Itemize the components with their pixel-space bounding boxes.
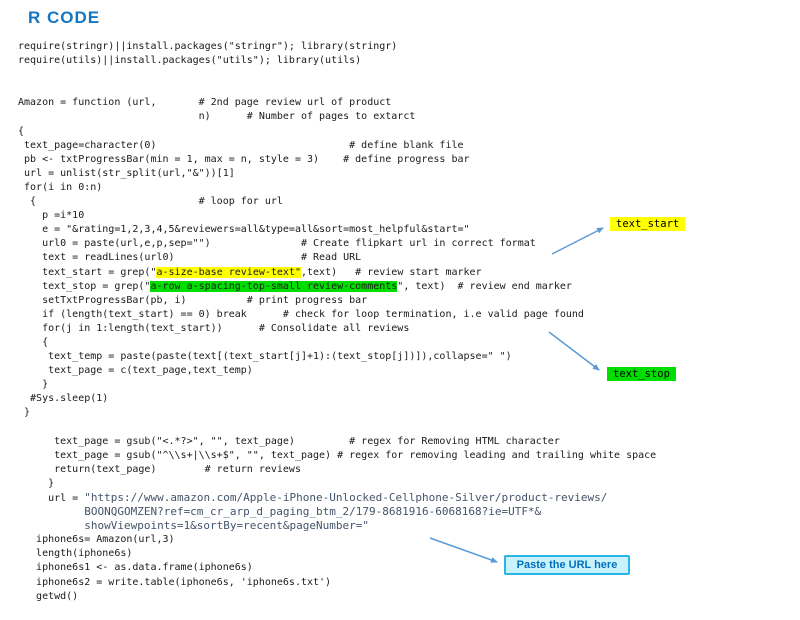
code-line: } — [18, 379, 49, 391]
code-line: pb <- txtProgressBar(min = 1, max = n, s… — [18, 153, 470, 165]
code-line: return(text_page) # return reviews — [18, 463, 301, 475]
text-stop-callout: text_stop — [607, 367, 676, 381]
code-line: url0 = paste(url,e,p,sep="") # Create fl… — [18, 238, 536, 250]
code-line: if (length(text_start) == 0) break # che… — [18, 308, 584, 320]
code-line: for(i in 0:n) — [18, 181, 103, 193]
code-line: { # loop for url — [18, 196, 283, 208]
code-line: #Sys.sleep(1) — [18, 393, 109, 405]
code-line: e = "&rating=1,2,3,4,5&reviewers=all&typ… — [18, 224, 470, 236]
code-line: text = readLines(url0) # Read URL — [18, 252, 362, 264]
code-line: showViewpoints=1&sortBy=recent&pageNumbe… — [18, 519, 800, 533]
code-line: text_temp = paste(paste(text[(text_start… — [18, 351, 512, 363]
code-line: } — [18, 477, 55, 489]
code-line — [18, 68, 800, 82]
code-line: p =i*10 — [18, 210, 85, 222]
code-line: require(stringr)||install.packages("stri… — [18, 41, 398, 52]
code-line: { — [18, 125, 25, 137]
code-line: { — [18, 336, 49, 348]
amazon-url-text: BOONQGOMZEN?ref=cm_cr_arp_d_paging_btm_2… — [18, 505, 542, 519]
code-line: iphone6s1 <- as.data.frame(iphone6s) — [18, 562, 253, 574]
code-line: text_page = gsub("^\\s+|\\s+$", "", text… — [18, 449, 657, 461]
code-line: require(utils)||install.packages("utils"… — [18, 55, 362, 67]
code-line: setTxtProgressBar(pb, i) # print progres… — [18, 294, 368, 306]
code-line: text_page = gsub("<.*?>", "", text_page)… — [18, 435, 560, 447]
code-line: url = "https://www.amazon.com/Apple-iPho… — [18, 491, 608, 504]
code-line — [18, 82, 800, 96]
code-line: for(j in 1:length(text_start)) # Consoli… — [18, 322, 410, 334]
code-line: n) # Number of pages to extarct — [18, 111, 416, 123]
amazon-url-text: showViewpoints=1&sortBy=recent&pageNumbe… — [18, 519, 369, 533]
code-line: BOONQGOMZEN?ref=cm_cr_arp_d_paging_btm_2… — [18, 505, 800, 519]
code-line: length(iphone6s) — [18, 548, 133, 560]
code-line: } — [18, 407, 31, 419]
code-block: require(stringr)||install.packages("stri… — [18, 40, 800, 604]
code-line: text_page = c(text_page,text_temp) — [18, 365, 253, 377]
page-title: R CODE — [28, 8, 101, 27]
code-line: Amazon = function (url, # 2nd page revie… — [18, 97, 392, 109]
code-line: getwd() — [18, 590, 79, 602]
paste-url-callout: Paste the URL here — [504, 555, 630, 575]
amazon-url-text: "https://www.amazon.com/Apple-iPhone-Unl… — [84, 491, 608, 504]
code-line: iphone6s= Amazon(url,3) — [18, 534, 175, 546]
code-line: iphone6s2 = write.table(iphone6s, 'iphon… — [18, 576, 332, 588]
review-end-marker-highlight: a-row a-spacing-top-small review-comment… — [150, 280, 398, 292]
text-start-callout: text_start — [610, 217, 686, 231]
code-line — [18, 421, 800, 435]
code-line: text_page=character(0) # define blank fi… — [18, 139, 464, 151]
code-line: text_stop = grep("a-row a-spacing-top-sm… — [18, 280, 572, 292]
code-line: text_start = grep("a-size-base review-te… — [18, 266, 482, 278]
review-start-marker-highlight: a-size-base review-text" — [156, 266, 301, 278]
code-line: url = unlist(str_split(url,"&"))[1] — [18, 167, 235, 179]
